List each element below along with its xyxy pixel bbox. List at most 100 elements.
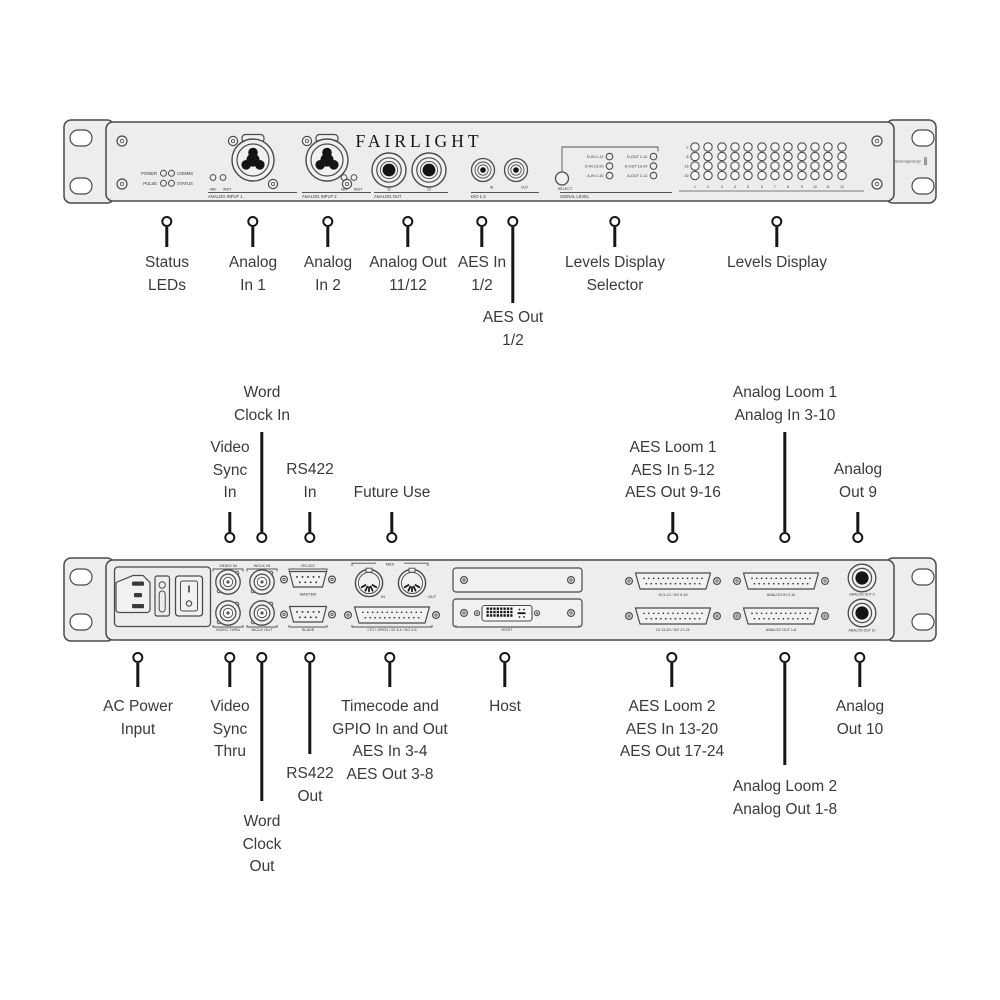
callout-aes-in-1-2: AES In 1/2 bbox=[457, 254, 507, 294]
callout-analog-loom-1: Analog Loom 1 Analog In 3-10 bbox=[732, 384, 838, 424]
signal-level-section: SELECT D-IN 1-12 D-OUT 1-12 D-IN 13-20 D… bbox=[554, 146, 672, 199]
host-dvi-connector bbox=[473, 604, 541, 622]
callout-host: Host bbox=[489, 698, 521, 715]
aes-in-jack bbox=[470, 157, 496, 183]
jack-12-label: 12 bbox=[427, 188, 431, 192]
callout-timecode-gpio: Timecode and GPIO In and Out AES In 3-4 … bbox=[332, 698, 448, 783]
pin-analog-in-1 bbox=[247, 216, 259, 248]
master-label: MASTER bbox=[300, 592, 317, 597]
analog-loom-2-db25 bbox=[734, 608, 829, 624]
pin-host bbox=[499, 652, 511, 688]
a-in-1-10-label: A-IN 1-10 bbox=[587, 174, 603, 178]
meter-col-7: 7 bbox=[774, 185, 776, 189]
meter-col-5: 5 bbox=[747, 185, 749, 189]
callout-video-sync-thru: Video Sync Thru bbox=[210, 698, 250, 760]
meter-row--40: -40 bbox=[684, 174, 689, 178]
meter-col-9: 9 bbox=[801, 185, 803, 189]
meter-row--15: -15 bbox=[684, 164, 689, 168]
blackmagic-logo: Blackmagicdesign bbox=[895, 157, 927, 166]
callout-rs422-in: RS422 In bbox=[286, 461, 334, 501]
callout-analog-out-11-12: Analog Out 11/12 bbox=[369, 254, 447, 294]
pin-analog-loom-2 bbox=[779, 652, 791, 766]
video-in-bnc bbox=[215, 569, 241, 595]
video-thru-bnc bbox=[215, 600, 241, 626]
callout-analog-out-10: Analog Out 10 bbox=[835, 698, 885, 738]
pin-analog-out-9 bbox=[852, 512, 864, 544]
levels-meter-grid: -2 -8 -15 -40 1 2 3 4 5 6 7 8 9 10 11 12 bbox=[679, 142, 864, 192]
wclk-in-bnc bbox=[249, 569, 275, 595]
callout-future-use: Future Use bbox=[353, 484, 431, 501]
callout-analog-in-1: Analog In 1 bbox=[228, 254, 278, 294]
di-13-20-label: DI 13-20 / DO 17-24 bbox=[656, 628, 689, 632]
analog-out-11-jack bbox=[371, 152, 407, 188]
rear-rack-ears bbox=[63, 557, 937, 642]
blackmagic-logo-text: Blackmagicdesign bbox=[895, 160, 921, 164]
analog-input-2-label: ANALOG INPUT 2 bbox=[302, 194, 337, 199]
d-out-1-12-label: D-OUT 1-12 bbox=[627, 155, 648, 159]
meter-col-4: 4 bbox=[734, 185, 736, 189]
phantom-indicators-input-2: 48V INST bbox=[340, 174, 363, 192]
analog-loom-1-db25 bbox=[734, 573, 829, 589]
aes-loom-2-db25 bbox=[626, 608, 721, 624]
meter-col-2: 2 bbox=[707, 185, 709, 189]
meter-col-12: 12 bbox=[840, 185, 844, 189]
meter-col-6: 6 bbox=[761, 185, 763, 189]
signal-level-label: SIGNAL LEVEL bbox=[560, 194, 590, 199]
callout-aes-loom-1: AES Loom 1 AES In 5-12 AES Out 9-16 bbox=[625, 439, 721, 501]
d-out-13-24-label: D-OUT 13-24 bbox=[625, 165, 648, 169]
meter-row--2: -2 bbox=[685, 145, 688, 149]
callout-aes-out-1-2: AES Out 1/2 bbox=[482, 309, 544, 349]
video-thru-label: VIDEO THRU bbox=[216, 627, 241, 632]
midi-out-din bbox=[397, 567, 427, 598]
pin-word-clock-in bbox=[256, 432, 268, 544]
pin-aes-in-1-2 bbox=[476, 216, 488, 248]
pin-analog-out-11-12 bbox=[402, 216, 414, 248]
meter-col-3: 3 bbox=[721, 185, 723, 189]
pin-aes-loom-2 bbox=[666, 652, 678, 688]
pulse-led-label: PULSE bbox=[143, 181, 157, 186]
meter-col-1: 1 bbox=[694, 185, 696, 189]
meter-col-10: 10 bbox=[813, 185, 817, 189]
select-button bbox=[554, 171, 570, 186]
pin-timecode-gpio bbox=[384, 652, 396, 688]
dio-1-2-label: DIO 1-2 bbox=[471, 194, 486, 199]
pin-rs422-out bbox=[304, 652, 316, 755]
pin-rs422-in bbox=[304, 512, 316, 544]
status-led-cluster: POWER PULSE COMMS STATUS bbox=[141, 169, 193, 187]
ltc-gpio-label: LTC / GPIO1 / DI 3-4 / DO 3-8 bbox=[367, 628, 416, 632]
front-rack-ears bbox=[63, 119, 937, 204]
meter-col-11: 11 bbox=[826, 185, 830, 189]
ltc-gpio-db25 bbox=[345, 607, 440, 623]
video-in-label: VIDEO IN bbox=[219, 563, 237, 568]
analog-out-9-jack bbox=[847, 563, 877, 593]
wclk-in-label: WCLK IN bbox=[254, 563, 271, 568]
midi-label: MIDI bbox=[386, 562, 394, 567]
rear-panel-illustration: VIDEO IN WCLK IN RS-422 MASTER VIDEO THR… bbox=[63, 557, 937, 642]
analog-input-1-label: ANALOG INPUT 1 bbox=[208, 194, 243, 199]
callout-aes-loom-2: AES Loom 2 AES In 13-20 AES Out 17-24 bbox=[619, 698, 725, 760]
callout-video-sync-in: Video Sync In bbox=[210, 439, 250, 501]
analog-out-label: ANALOG OUT bbox=[374, 194, 402, 199]
a-out-1-12-label: A-OUT 1-12 bbox=[627, 174, 647, 178]
analog-out-9-label: ANALOG OUT 9 bbox=[850, 593, 875, 597]
blank-expansion-plate bbox=[452, 567, 583, 593]
callout-rs422-out: RS422 Out bbox=[286, 765, 334, 805]
comms-led-label: COMMS bbox=[177, 171, 193, 176]
meter-row--8: -8 bbox=[685, 155, 688, 159]
inst-label: INST bbox=[354, 188, 363, 192]
callout-word-clock-in: Word Clock In bbox=[234, 384, 290, 424]
aes-out-jack bbox=[503, 157, 529, 183]
pin-ac-power-input bbox=[132, 652, 144, 688]
ac-power-section bbox=[113, 566, 212, 628]
d-in-1-12-label: D-IN 1-12 bbox=[587, 155, 603, 159]
pin-aes-out-1-2 bbox=[507, 216, 519, 304]
callout-analog-in-2: Analog In 2 bbox=[303, 254, 353, 294]
host-label: HOST bbox=[501, 627, 513, 632]
analog-out-10-jack bbox=[847, 598, 877, 628]
aes-loom-1-db25 bbox=[626, 573, 721, 589]
dio-out-label: OUT bbox=[521, 186, 528, 190]
callout-word-clock-out: Word Clock Out bbox=[242, 813, 282, 875]
pin-analog-out-10 bbox=[854, 652, 866, 688]
midi-out-label: OUT bbox=[428, 594, 437, 599]
